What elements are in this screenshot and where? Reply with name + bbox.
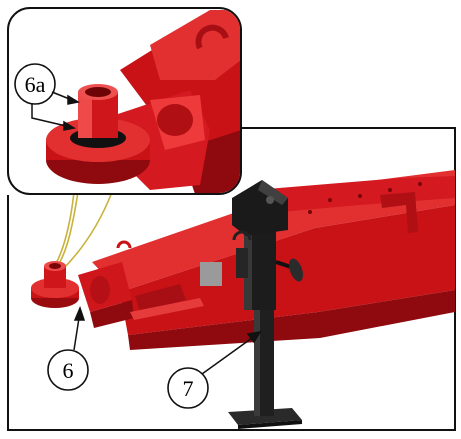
callout-6: 6: [47, 305, 89, 391]
callout-7-label: 7: [183, 376, 194, 401]
callout-6-label: 6: [63, 358, 74, 383]
callout-6a-label: 6a: [25, 72, 46, 97]
diagram-frame: [7, 127, 456, 431]
callout-7-arrow: [201, 330, 262, 375]
callout-6a: 6a: [14, 63, 81, 131]
hitch-coupler: [31, 261, 110, 308]
callout-6a-arrows: [31, 91, 81, 131]
jack-stand: [228, 180, 303, 429]
callout-6-arrow: [73, 305, 86, 351]
callout-7: 7: [167, 330, 262, 409]
